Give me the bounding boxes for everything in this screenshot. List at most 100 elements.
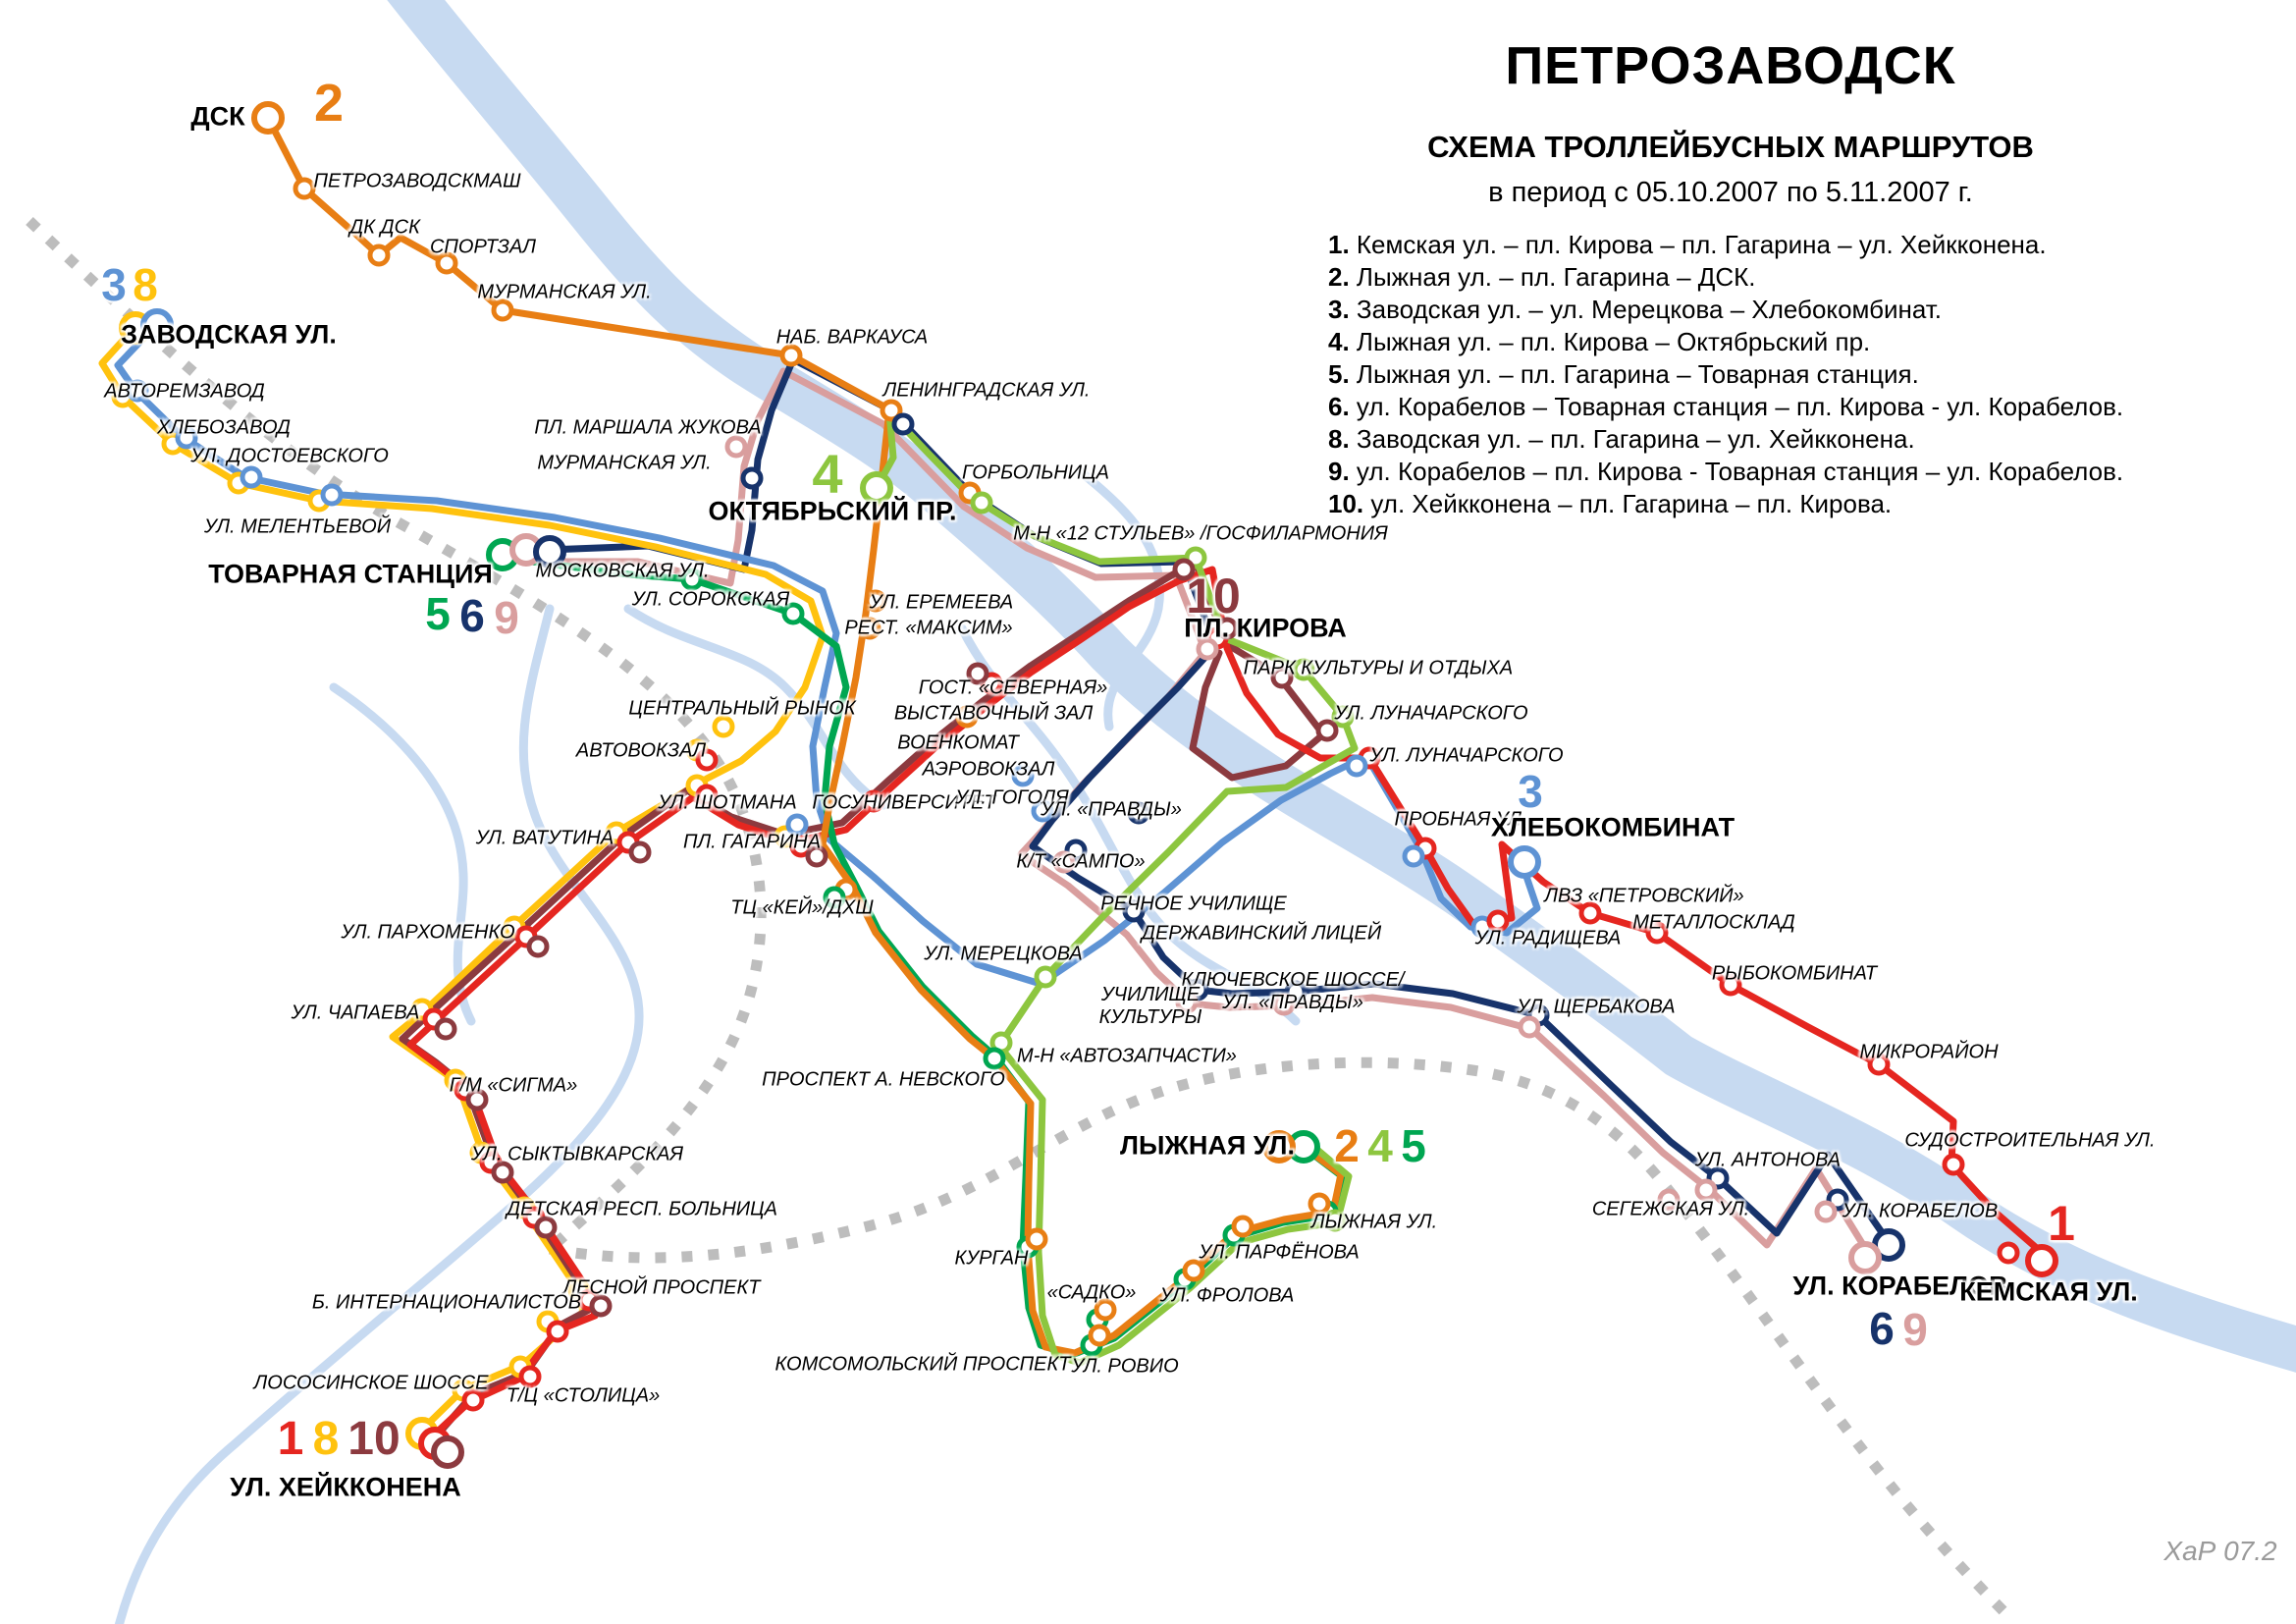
stop-dot	[126, 379, 149, 403]
stop-dot	[1031, 799, 1054, 823]
stop-dot	[461, 1388, 485, 1412]
stop-dot	[175, 426, 198, 450]
station-label: УЛ. ЕРЕМЕЕВА	[869, 591, 1014, 614]
station-label: УЛ. ЛУНАЧАРСКОГО	[1334, 702, 1528, 725]
stop-dot	[1122, 899, 1146, 923]
stop-dot	[864, 589, 887, 613]
watermark: ХаР 07.2	[2163, 1536, 2277, 1566]
legend-route-number: 2.	[1328, 262, 1350, 292]
station-label: МУРМАНСКАЯ УЛ.	[477, 281, 652, 303]
station-label: МУРМАНСКАЯ УЛ.	[537, 452, 712, 474]
station-label: ПЛ. ГАГАРИНА	[682, 831, 822, 853]
stream	[114, 604, 644, 1624]
stop-dot	[1270, 666, 1294, 689]
station-label: УЛ. ДОСТОЕВСКОГО	[190, 445, 389, 467]
route-badge: 8	[312, 1413, 340, 1465]
terminal-label: УЛ. ХЕЙККОНЕНА	[230, 1472, 461, 1502]
railway-line	[26, 217, 767, 1254]
terminal-dot	[860, 471, 893, 505]
station-label: КОМСОМОЛЬСКИЙ ПРОСПЕКТ	[774, 1353, 1071, 1376]
station-label: ДЕТСКАЯ РЕСП. БОЛЬНИЦА	[507, 1198, 777, 1220]
station-label: ДЕРЖАВИНСКИЙ ЛИЦЕЙ	[1141, 922, 1382, 945]
station-label: МЕТАЛЛОСКЛАД	[1632, 911, 1795, 934]
station-label: УЛ. АНТОНОВА	[1694, 1149, 1842, 1171]
terminal-dot	[251, 101, 285, 135]
legend-route-text: Заводская ул. – ул. Мерецкова – Хлебоком…	[1349, 295, 1943, 324]
stop-dot	[1645, 921, 1669, 945]
stop-dot	[1657, 1188, 1681, 1212]
terminal-label: КЕМСКАЯ УЛ.	[1959, 1276, 2138, 1307]
railway-line	[549, 1056, 2016, 1624]
station-label: УЛ. ЩЕРБАКОВА	[1517, 996, 1676, 1018]
stop-dot	[526, 935, 550, 958]
station-label: ГОРБОЛЬНИЦА	[962, 461, 1109, 484]
stop-dot	[518, 1365, 542, 1388]
stop-dot	[1272, 993, 1296, 1016]
legend-item: 6. ул. Корабелов – Товарная станция – пл…	[1328, 391, 2123, 423]
legend-route-text: Заводская ул. – пл. Гагарина – ул. Хейкк…	[1349, 424, 1915, 454]
station-label: РЕСТ. «МАКСИМ»	[844, 617, 1013, 639]
legend-route-number: 1.	[1328, 230, 1350, 259]
stop-dot	[983, 1047, 1006, 1070]
stop-dot	[955, 705, 979, 729]
terminal-dot	[431, 1435, 464, 1469]
stop-dot	[628, 840, 652, 864]
stop-dot	[862, 789, 885, 813]
route-badge: 10	[1186, 568, 1241, 623]
stop-dot	[695, 748, 719, 772]
station-label: Г/М «СИГМА»	[449, 1074, 578, 1097]
stop-dot	[1942, 1153, 1965, 1176]
station-label: УЛ. КОРАБЕЛОВ	[1842, 1200, 1999, 1222]
route-badge: 1	[2048, 1196, 2075, 1251]
route-line-r2	[264, 114, 1345, 1357]
legend-item: 5. Лыжная ул. – пл. Гагарина – Товарная …	[1328, 358, 2123, 391]
page-subtitle: СХЕМА ТРОЛЛЕЙБУСНЫХ МАРШРУТОВ	[1427, 130, 2034, 164]
station-label: ЛЕСНОЙ ПРОСПЕКТ	[562, 1276, 761, 1299]
station-label: ПЛ. МАРШАЛА ЖУКОВА	[534, 416, 762, 439]
stop-dot	[1867, 1053, 1891, 1076]
station-label: Т/Ц «СТОЛИЦА»	[506, 1384, 661, 1407]
legend-route-number: 4.	[1328, 327, 1350, 356]
station-label: УЧИЛИЩЕ КУЛЬТУРЫ	[1098, 984, 1202, 1028]
terminal-label: ХЛЕБОКОМБИНАТ	[1490, 812, 1735, 842]
station-label: ПРОСПЕКТ А. НЕВСКОГО	[762, 1068, 1005, 1091]
stop-dot	[546, 1320, 569, 1343]
station-label: УЛ. ПАРФЁНОВА	[1199, 1241, 1360, 1264]
stop-dot	[858, 617, 881, 640]
stream	[1075, 466, 1164, 731]
legend-route-number: 8.	[1328, 424, 1350, 454]
station-label: ЛВЗ «ПЕТРОВСКИЙ»	[1544, 885, 1744, 907]
stop-dot	[966, 662, 989, 685]
legend-route-number: 10.	[1328, 489, 1364, 518]
terminal-dot	[1508, 845, 1541, 879]
station-label: ЛОСОСИНСКОЕ ШОССЕ	[253, 1372, 489, 1394]
legend-item: 8. Заводская ул. – пл. Гагарина – ул. Хе…	[1328, 423, 2123, 456]
stop-dot	[1402, 844, 1425, 868]
legend-item: 4. Лыжная ул. – пл. Кирова – Октябрьский…	[1328, 326, 2123, 358]
station-label: МОСКОВСКАЯ УЛ.	[535, 560, 710, 582]
route-badge: 2	[1334, 1120, 1360, 1171]
terminal-label: ЛЫЖНАЯ УЛ.	[1120, 1130, 1295, 1161]
station-label: УЛ. «ПРАВДЫ»	[1041, 798, 1182, 821]
station-label: М-Н «АВТОЗАПЧАСТИ»	[1017, 1045, 1237, 1067]
terminal-dot	[140, 308, 174, 342]
station-label: М-Н «12 СТУЛЬЕВ» /ГОСФИЛАРМОНИЯ	[1013, 522, 1388, 545]
route-badge: 8	[133, 259, 158, 310]
legend-route-number: 5.	[1328, 359, 1350, 389]
legend-route-number: 3.	[1328, 295, 1350, 324]
stop-dot	[1215, 617, 1239, 640]
stop-dot	[779, 344, 803, 367]
station-label: СПОРТЗАЛ	[429, 236, 537, 258]
station-label: УЛ. РОВИО	[1071, 1355, 1179, 1378]
station-label: ЛЫЖНАЯ УЛ.	[1310, 1211, 1438, 1233]
station-label: УЛ. ЛУНАЧАРСКОГО	[1369, 744, 1564, 767]
stop-dot	[435, 251, 458, 275]
stop-dot	[1518, 1015, 1541, 1039]
station-label: ЦЕНТРАЛЬНЫЙ РЫНОК	[628, 697, 856, 720]
stop-dot	[712, 715, 735, 738]
stop-dot	[880, 399, 903, 422]
stop-dot	[1127, 801, 1150, 825]
station-label: ПЕТРОЗАВОДСКМАШ	[313, 170, 521, 192]
station-label: НАБ. ВАРКАУСА	[775, 326, 929, 349]
